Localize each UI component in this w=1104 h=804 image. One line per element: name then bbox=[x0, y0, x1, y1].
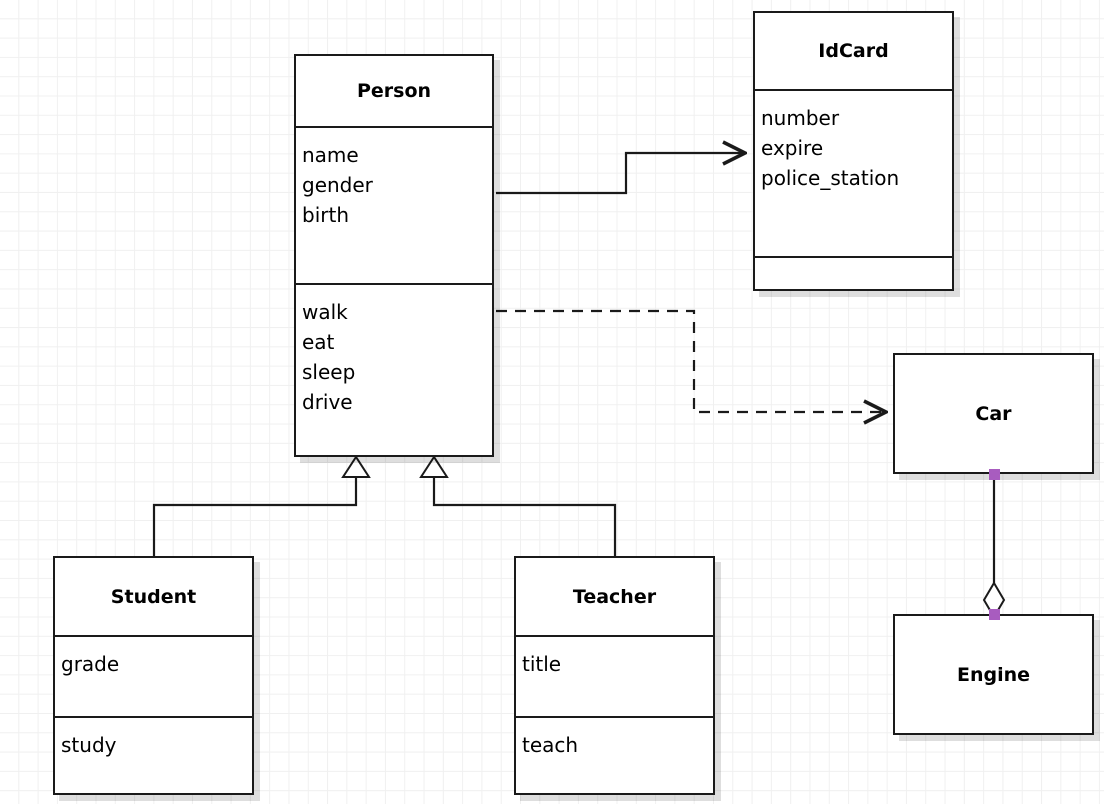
class-member: teach bbox=[522, 733, 579, 757]
class-attributes-teacher: title bbox=[516, 635, 713, 716]
class-member: study bbox=[61, 733, 117, 757]
class-member: number bbox=[761, 106, 840, 130]
class-name-person: Person bbox=[356, 80, 432, 102]
class-member: eat bbox=[302, 330, 335, 354]
class-name-car: Car bbox=[975, 402, 1012, 425]
class-attributes-person: name gender birth bbox=[296, 126, 492, 283]
class-name-student: Student bbox=[110, 585, 197, 608]
class-member: title bbox=[522, 652, 562, 676]
edge-person-idcard[interactable] bbox=[496, 153, 745, 195]
edge-student-person[interactable] bbox=[152, 455, 371, 557]
edge-car-engine[interactable] bbox=[982, 475, 1006, 619]
edge-handle-engine-end[interactable] bbox=[989, 609, 1000, 620]
edge-person-car[interactable] bbox=[496, 309, 886, 412]
class-member: birth bbox=[302, 203, 349, 227]
class-attributes-student: grade bbox=[55, 635, 252, 716]
class-attributes-idcard: number expire police_station bbox=[755, 89, 952, 256]
class-member: grade bbox=[61, 652, 120, 676]
class-box-car[interactable]: Car bbox=[893, 353, 1094, 474]
class-name-teacher: Teacher bbox=[572, 585, 657, 608]
class-methods-teacher: teach bbox=[516, 716, 713, 797]
edge-teacher-person[interactable] bbox=[419, 455, 617, 557]
class-box-student[interactable]: Student grade study bbox=[53, 556, 254, 795]
class-box-person[interactable]: Person name gender birth walk eat sleep … bbox=[294, 54, 494, 457]
class-member: gender bbox=[302, 173, 373, 197]
class-methods-idcard bbox=[755, 256, 952, 293]
class-member: walk bbox=[302, 300, 348, 324]
class-methods-person: walk eat sleep drive bbox=[296, 283, 492, 455]
edge-handle-car-end[interactable] bbox=[989, 469, 1000, 480]
class-box-idcard[interactable]: IdCard number expire police_station bbox=[753, 11, 954, 291]
class-member: drive bbox=[302, 390, 353, 414]
class-box-teacher[interactable]: Teacher title teach bbox=[514, 556, 715, 795]
class-name-engine: Engine bbox=[956, 663, 1031, 686]
class-member: expire bbox=[761, 136, 824, 160]
class-member: name bbox=[302, 143, 359, 167]
class-name-idcard: IdCard bbox=[818, 40, 889, 62]
class-methods-student: study bbox=[55, 716, 252, 797]
class-member: police_station bbox=[761, 166, 900, 190]
class-member: sleep bbox=[302, 360, 356, 384]
class-box-engine[interactable]: Engine bbox=[893, 614, 1094, 735]
